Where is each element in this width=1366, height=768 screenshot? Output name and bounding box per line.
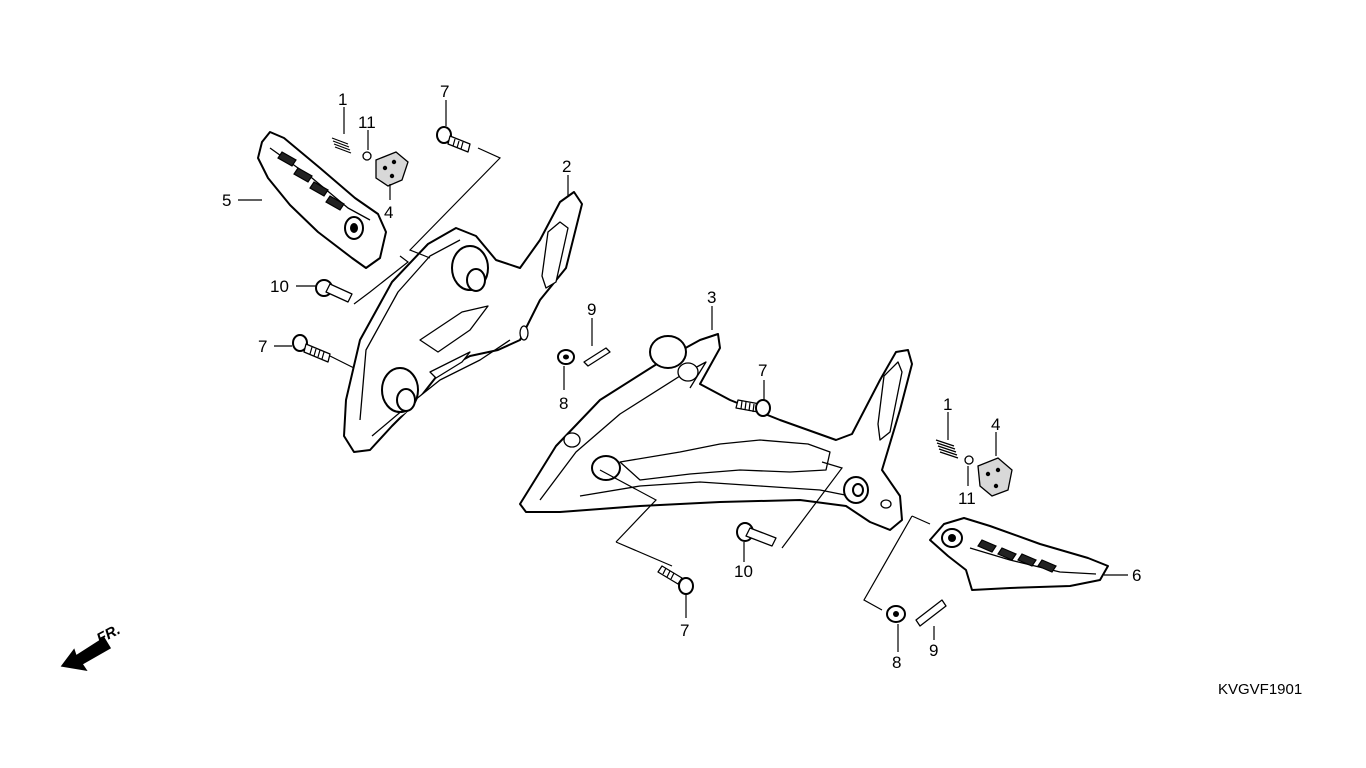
callout-6: 6 [1132,566,1141,585]
callout-10-right: 10 [734,562,753,581]
callout-4-right: 4 [991,415,1000,434]
callout-5: 5 [222,191,231,210]
plate-right [977,457,1013,497]
callout-9-right: 9 [929,641,938,660]
bolt-left [292,334,331,363]
spring-right [935,439,959,459]
callout-7-left: 7 [258,337,267,356]
callout-2: 2 [562,157,571,176]
bolt-top [436,126,471,153]
plate-left [375,151,409,187]
callout-8-right: 8 [892,653,901,672]
front-arrow: FR. [60,621,123,672]
washer-right [886,605,906,623]
callout-labels: 1 11 7 2 5 4 10 7 9 8 3 7 1 4 11 6 10 7 … [222,82,1141,672]
footpeg-left [257,131,387,269]
front-arrow-icon [60,636,112,672]
callout-7-bottom: 7 [680,621,689,640]
footpeg-right [929,517,1109,591]
callout-8-mid: 8 [559,394,568,413]
cotter-pin-mid [583,347,611,367]
callout-11-right: 11 [958,489,976,508]
callout-1-right: 1 [943,395,952,414]
pin-right [736,522,777,547]
callout-1-left: 1 [338,90,347,109]
bolt-mid [735,399,771,417]
ball-left [362,151,372,161]
bracket-left [343,191,583,453]
ball-right [964,455,974,465]
pin-left [315,279,353,303]
bracket-right [519,333,913,531]
callout-9-mid: 9 [587,300,596,319]
callout-7-top: 7 [440,82,449,101]
bolt-bottom [657,565,694,595]
callout-11-left: 11 [358,113,376,132]
leader-lines [238,100,1128,652]
cotter-pin-right [915,599,947,627]
diagram-code: KVGVF1901 [1218,681,1302,698]
callout-10-left: 10 [270,277,289,296]
callout-3: 3 [707,288,716,307]
spring-left [331,137,352,154]
washer-mid [557,349,575,365]
callout-4-left: 4 [384,203,393,222]
callout-7-mid: 7 [758,361,767,380]
